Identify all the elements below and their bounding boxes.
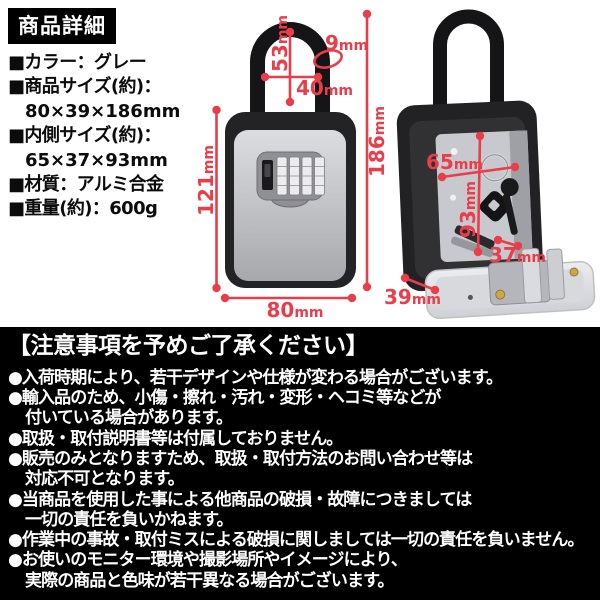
spec-line-product-size-value: 80×39×186mm [25,100,181,122]
notice-title: 【注意事項を予めご了承ください】 [8,333,369,359]
spec-panel: 商品詳細 ■カラー：グレー ■商品サイズ(約)： 80×39×186mm ■内側… [8,8,233,222]
mount-hole-bottom [450,194,457,201]
combination-dials [276,156,325,196]
spec-line-material: ■材質：アルミ合金 [8,174,164,196]
notice-line: ●お使いのモニター環境や撮影場所やイメージにより、 [8,550,408,571]
notice-continuation-line: 一切の責任を負いかねます。 [25,509,234,530]
spec-line-color: ■カラー：グレー [8,52,147,73]
notice-continuation-line: 対応不可となります。 [25,469,185,490]
spec-line-product-size: ■商品サイズ(約)： [8,76,162,98]
dim-label-9mm: 9mm [325,31,368,55]
dim-label-80mm: 80mm [266,298,323,322]
notice-line: ●販売のみとなりますため、取扱・取付方法のお問い合わせ等は [8,448,473,469]
notice-line: ●取扱・取付説明書等は付属しておりません。 [8,428,343,449]
notice-continuation-line: 付いている場合があります。 [25,408,233,429]
mount-hole-top [450,148,458,156]
latch-hook-left [521,247,543,304]
dim-label-186mm: 186mm [365,106,389,177]
notice-continuation-line: 実際の商品と色味が若干異なる場合がございます。 [25,570,395,591]
notice-line: ●入荷時期により、若干デザインや仕様が変わる場合がございます。 [8,367,503,388]
shackle-open-view [433,9,504,150]
notice-line: ●当商品を使用した事による他商品の破損・故障につきましては [8,489,472,510]
dim-label-53mm: 53mm [268,15,292,72]
screw-right [569,267,579,277]
door-hole [467,294,473,300]
notice-section: 【注意事項を予めご了承ください】 ●入荷時期により、若干デザインや仕様が変わる場… [0,327,600,600]
lockbox-closed-illustration [225,22,356,288]
spec-line-inner-size-value: 65×37×93mm [25,149,168,171]
dim-label-39mm: 39mm [384,285,441,309]
dim-label-65mm: 65mm [426,150,483,174]
dimension-annotations: 53mm 40mm 9mm 186mm 121mm 80mm [194,9,546,322]
open-door [424,247,596,320]
screw-left [495,289,506,300]
spec-line-inner-size: ■内側サイズ(約)： [8,125,162,147]
reset-button-slider [264,164,271,177]
notice-line: ●輸入品のため、小傷・擦れ・汚れ・変形・ヘコミ等などが [8,388,441,409]
dim-label-37mm: 37mm [489,243,546,267]
spec-panel-title: 商品詳細 [8,8,116,44]
dim-label-121mm: 121mm [194,145,218,216]
spec-line-weight: ■重量(約)：600g [8,198,158,220]
dim-label-93mm: 93mm [456,181,480,238]
dim-label-40mm: 40mm [296,76,353,100]
key-lockbox-dimension-diagram: 53mm 40mm 9mm 186mm 121mm 80mm [194,9,596,322]
latch-hook-right [546,248,565,300]
notice-line: ●作業中の事故・取付ミスによる破損に関しましては一切の責任を負いません。 [8,530,584,551]
